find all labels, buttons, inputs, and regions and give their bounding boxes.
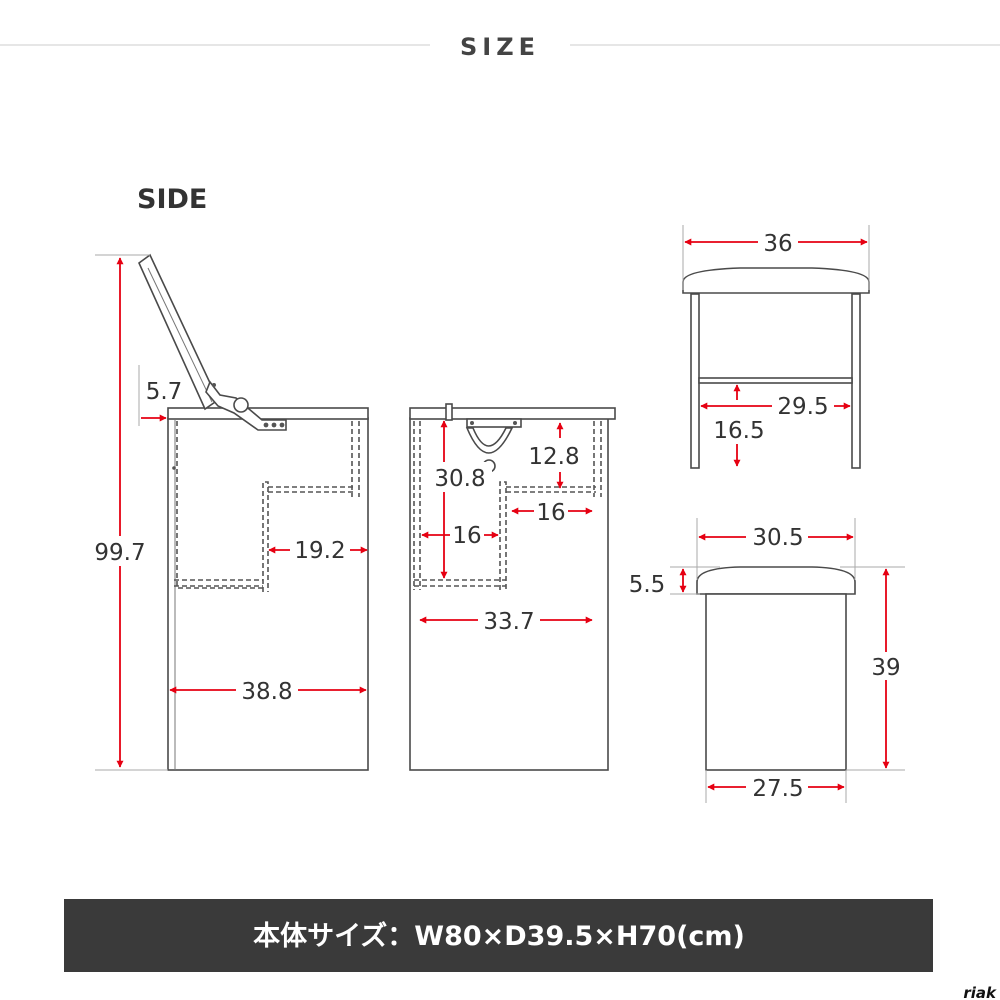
dim-left-tray-width-label: 16: [452, 523, 481, 549]
dim-right-tray-width-label: 16: [536, 500, 565, 526]
dim-seat-width-label: 30.5: [752, 525, 803, 551]
brand-logo: riak: [963, 984, 997, 1000]
dim-lid-offset-label: 5.7: [146, 379, 183, 405]
dim-total-height-label: 99.7: [94, 540, 145, 566]
stool-side-cushion: [696, 566, 856, 595]
dim-inner-width-label: 33.7: [483, 609, 534, 635]
vanity-side-top: [167, 407, 369, 420]
inner-floor: [174, 579, 263, 587]
dim-body-depth-label: 38.8: [241, 679, 292, 705]
front-inner-step: [499, 481, 507, 590]
stool-side-drawing: [696, 566, 856, 771]
inner-compartment-left: [176, 421, 263, 589]
dim-inner-width: 33.7: [419, 606, 593, 635]
front-hinge-bracket: [465, 427, 514, 454]
vanity-side-body: [167, 417, 369, 771]
dim-inner-height-label: 30.8: [434, 466, 485, 492]
dim-stool-top-width: 36: [682, 225, 870, 290]
hinge-screw-4: [212, 383, 216, 387]
hinge-screw-1: [263, 422, 269, 428]
front-inner-right: [593, 421, 602, 497]
vanity-side-drawing: [138, 253, 369, 771]
size-banner-text: 本体サイズ：W80×D39.5×H70(cm): [253, 920, 745, 952]
dim-stool-height-label: 39: [871, 655, 900, 681]
stool-front-rail: [698, 377, 853, 384]
hinge-arm: [205, 380, 287, 431]
stool-front-cushion: [682, 267, 870, 294]
dim-cushion-thickness: 5.5: [629, 566, 720, 598]
dim-inner-height: 30.8: [428, 420, 492, 579]
size-banner: 本体サイズ：W80×D39.5×H70(cm): [64, 899, 933, 972]
inner-shelf: [268, 486, 354, 493]
front-inner-left: [413, 421, 421, 590]
header: SIZE: [0, 33, 1000, 61]
stool-front-drawing: [682, 267, 870, 469]
hinge-screw-2: [271, 422, 277, 428]
dim-right-tray-width: 16: [511, 497, 593, 526]
dim-mirror-clearance-label: 12.8: [528, 444, 579, 470]
dim-cushion-thickness-label: 5.5: [629, 572, 666, 598]
stool-front-left-leg: [690, 293, 700, 469]
body-knob: [172, 466, 176, 470]
dim-stool-base-width: 27.5: [705, 770, 847, 803]
dim-left-tray-width: 16: [421, 521, 499, 549]
vanity-front-top: [409, 407, 616, 420]
inner-compartment-step: [262, 481, 269, 592]
hinge-pivot: [233, 397, 249, 413]
hinge-screw-3: [279, 422, 285, 428]
front-inner-shelf: [506, 486, 596, 493]
header-title: SIZE: [460, 33, 540, 61]
dim-stool-rail-height: 16.5: [708, 384, 770, 467]
dim-stool-base-width-label: 27.5: [752, 776, 803, 802]
side-view-label: SIDE: [137, 184, 207, 215]
stool-front-right-leg: [851, 293, 861, 469]
front-inner-floor: [414, 579, 506, 587]
dim-stool-inner-width: 29.5: [700, 392, 851, 420]
dim-shelf-depth-label: 19.2: [294, 538, 345, 564]
mirror-lid-inner: [147, 267, 213, 403]
dim-mirror-clearance: 12.8: [528, 422, 580, 489]
dim-lid-offset: 5.7: [138, 365, 183, 426]
size-banner-bg: [64, 899, 933, 972]
inner-compartment-right: [351, 421, 360, 497]
dim-stool-height: 39: [840, 566, 906, 771]
vanity-front-drawing: [409, 403, 616, 771]
dim-total-height: 99.7: [90, 254, 168, 771]
dim-stool-top-width-label: 36: [763, 231, 792, 257]
dim-stool-rail-height-label: 16.5: [713, 418, 764, 444]
dim-seat-width: 30.5: [696, 518, 856, 580]
dim-body-depth: 38.8: [169, 676, 367, 705]
dim-shelf-depth: 19.2: [268, 536, 368, 564]
dim-stool-inner-width-label: 29.5: [777, 394, 828, 420]
front-hinge-plate: [466, 418, 522, 428]
stool-side-body: [705, 593, 847, 771]
front-hinge-post: [445, 403, 453, 421]
